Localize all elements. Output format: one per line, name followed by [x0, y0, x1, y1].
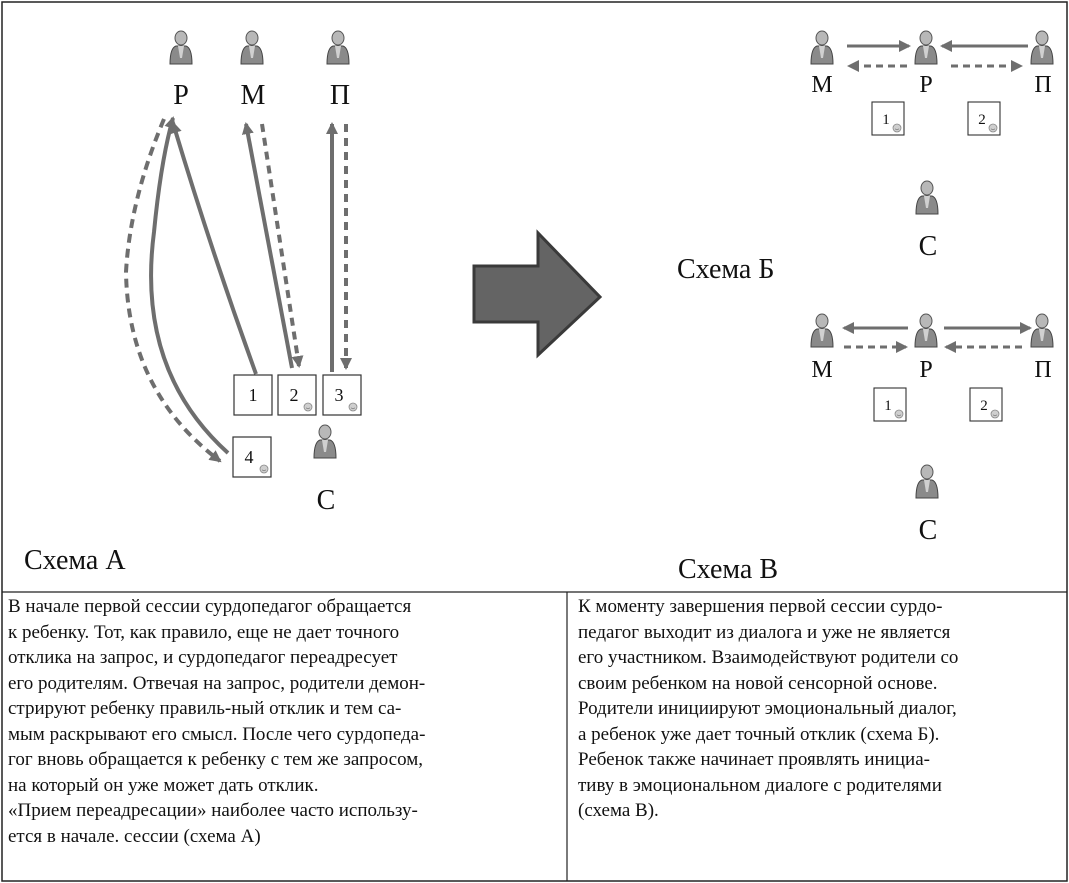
smiley-icon	[988, 123, 998, 133]
smiley-icon	[259, 464, 269, 474]
smiley-icon	[894, 409, 904, 419]
caption-line: ется в начале. сессии (схема А)	[8, 825, 261, 847]
caption-line: педагог выходит из диалога и уже не явля…	[578, 621, 951, 643]
caption-line: своим ребенком на новой сенсорной основе…	[578, 672, 938, 694]
arrow-1-to-r	[170, 121, 258, 375]
smiley-icon	[892, 123, 902, 133]
label-p: П	[1034, 357, 1051, 383]
caption-line: «Прием переадресации» наиболее часто исп…	[8, 800, 418, 821]
label-r: Р	[173, 80, 189, 111]
label-m: М	[241, 80, 266, 111]
label-s: С	[919, 231, 938, 262]
caption-right: К моменту завершения первой сессии сурдо…	[578, 594, 1064, 824]
person-icon	[810, 30, 834, 65]
person-icon	[326, 30, 350, 65]
caption-line: К моменту завершения первой сессии сурдо…	[578, 596, 943, 617]
box-2-label: 2	[290, 385, 299, 405]
label-p: П	[330, 80, 350, 111]
person-icon	[915, 464, 939, 499]
caption-line: его родителям. Отвечая на запрос, родите…	[8, 672, 426, 694]
person-icon	[1030, 313, 1054, 348]
caption-line: гог вновь обращается к ребенку с тем же …	[8, 749, 424, 770]
scheme-a-title: Схема А	[24, 545, 126, 576]
box-1-label: 1	[884, 398, 892, 414]
caption-line: на который он уже может дать отклик.	[8, 774, 319, 796]
box-3-label: 3	[335, 385, 344, 405]
box-2	[277, 374, 317, 416]
label-s: С	[317, 485, 336, 516]
label-r: Р	[919, 357, 932, 383]
label-m: М	[811, 357, 832, 383]
caption-line: тиву в эмоциональном диалоге с родителям…	[578, 774, 942, 796]
scheme-b-title: Схема Б	[677, 254, 774, 285]
big-right-arrow-icon	[472, 229, 603, 359]
box-1-label: 1	[249, 385, 258, 405]
box-2-label: 2	[980, 398, 988, 414]
caption-line: к ребенку. Тот, как правило, еще не дает…	[8, 621, 400, 643]
box-4-label: 4	[245, 447, 254, 467]
smiley-icon	[348, 402, 358, 412]
caption-line: мым раскрывают его смысл. После чего сур…	[8, 723, 426, 745]
caption-line: Родители инициируют эмоциональный диалог…	[578, 698, 957, 719]
caption-left: В начале первой сессии сурдопедагог обра…	[8, 594, 563, 849]
smiley-icon	[303, 402, 313, 412]
person-icon	[169, 30, 193, 65]
label-m: М	[811, 72, 832, 98]
smiley-icon	[990, 409, 1000, 419]
caption-line: Ребенок также начинает проявлять инициа-	[578, 749, 930, 770]
scheme-v: М Р П 1 2 С Схема В	[678, 313, 1054, 585]
person-icon	[914, 313, 938, 348]
person-icon	[810, 313, 834, 348]
scheme-b: М Р П 1 2 С Схема Б	[677, 30, 1054, 285]
label-r: Р	[919, 72, 932, 98]
person-icon	[313, 424, 337, 459]
caption-line: В начале первой сессии сурдопедагог обра…	[8, 596, 412, 617]
box-1	[233, 374, 273, 416]
arrow-4-to-r	[149, 116, 230, 455]
box-1-label: 1	[882, 112, 890, 128]
caption-line: (схема В).	[578, 800, 659, 821]
person-icon	[240, 30, 264, 65]
caption-line: а ребенок уже дает точный отклик (схема …	[578, 723, 940, 745]
box-2-label: 2	[978, 112, 986, 128]
caption-line: отклика на запрос, и сурдопедагог переад…	[8, 647, 398, 668]
arrow-r-to-4	[123, 118, 222, 463]
caption-line: стрируют ребенку правиль-ный отклик и те…	[8, 698, 402, 719]
caption-line: его участником. Взаимодействуют родители…	[578, 647, 959, 668]
label-p: П	[1034, 72, 1051, 98]
scheme-v-title: Схема В	[678, 554, 778, 585]
label-s: С	[919, 515, 938, 546]
scheme-a: Р М П 1 2 3 4 С Схема А	[24, 30, 362, 576]
person-icon	[914, 30, 938, 65]
arrow-2-to-m	[241, 122, 294, 369]
person-icon	[1030, 30, 1054, 65]
person-icon	[915, 180, 939, 215]
